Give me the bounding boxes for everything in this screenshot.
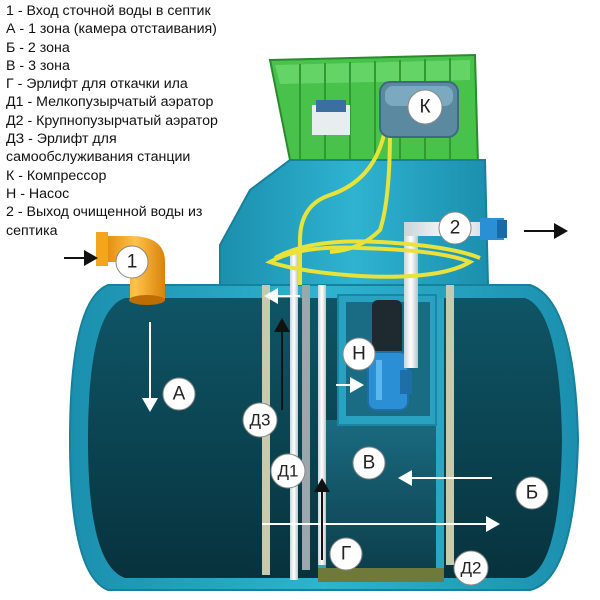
badge-pump: Н — [342, 337, 376, 371]
airlift-arrows — [274, 318, 330, 560]
badge-zone-a-text: А — [173, 384, 186, 405]
badge-zone-b-text: Б — [526, 483, 538, 504]
badge-zone-v: В — [352, 446, 386, 480]
legend-line: Д1 - Мелкопузырчатый аэратор — [6, 94, 214, 111]
legend-line: Д2 - Крупнопузырчатый аэратор — [6, 112, 218, 129]
badge-aerator-coarse-text: Д2 — [461, 559, 482, 578]
badge-airlift-self-text: Д3 — [250, 411, 271, 430]
legend-line: К - Компрессор — [6, 167, 107, 184]
legend-line: Н - Насос — [6, 185, 70, 202]
badge-zone-b: Б — [515, 476, 549, 510]
badge-pump-text: Н — [352, 344, 366, 365]
legend: 1 - Вход сточной воды в септик А - 1 зон… — [6, 2, 306, 240]
badge-airlift-sludge: Г — [329, 537, 363, 571]
legend-line: Г - Эрлифт для откачки ила — [6, 76, 188, 93]
legend-line: ДЗ - Эрлифт для — [6, 131, 117, 148]
badge-airlift-sludge-text: Г — [341, 544, 351, 565]
control-box — [312, 100, 350, 135]
submersible-pump — [367, 300, 412, 411]
badge-zone-a: А — [162, 377, 196, 411]
legend-line: 2 - Выход очищенной воды из — [6, 204, 203, 221]
badge-outlet-text: 2 — [450, 218, 461, 239]
legend-line: 1 - Вход сточной воды в септик — [6, 3, 211, 19]
badge-outlet: 2 — [438, 211, 472, 245]
legend-line: А - 1 зона (камера отстаивания) — [6, 21, 217, 38]
badge-inlet-text: 1 — [127, 252, 138, 273]
air-hoses — [265, 129, 481, 285]
legend-line: В - 3 зона — [6, 57, 70, 74]
badge-airlift-self: Д3 — [242, 402, 278, 438]
badge-compressor-text: К — [419, 97, 430, 118]
badge-aerator-fine: Д1 — [270, 453, 306, 489]
legend-line: самообслуживания станции — [6, 149, 191, 166]
badge-compressor: К — [407, 89, 443, 125]
legend-line: Б - 2 зона — [6, 39, 70, 56]
badge-zone-v-text: В — [363, 453, 376, 474]
legend-line: септика — [6, 222, 58, 239]
badge-aerator-fine-text: Д1 — [278, 462, 299, 481]
badge-inlet: 1 — [115, 245, 149, 279]
flow-arrows — [142, 288, 500, 532]
badge-aerator-coarse: Д2 — [453, 550, 489, 586]
